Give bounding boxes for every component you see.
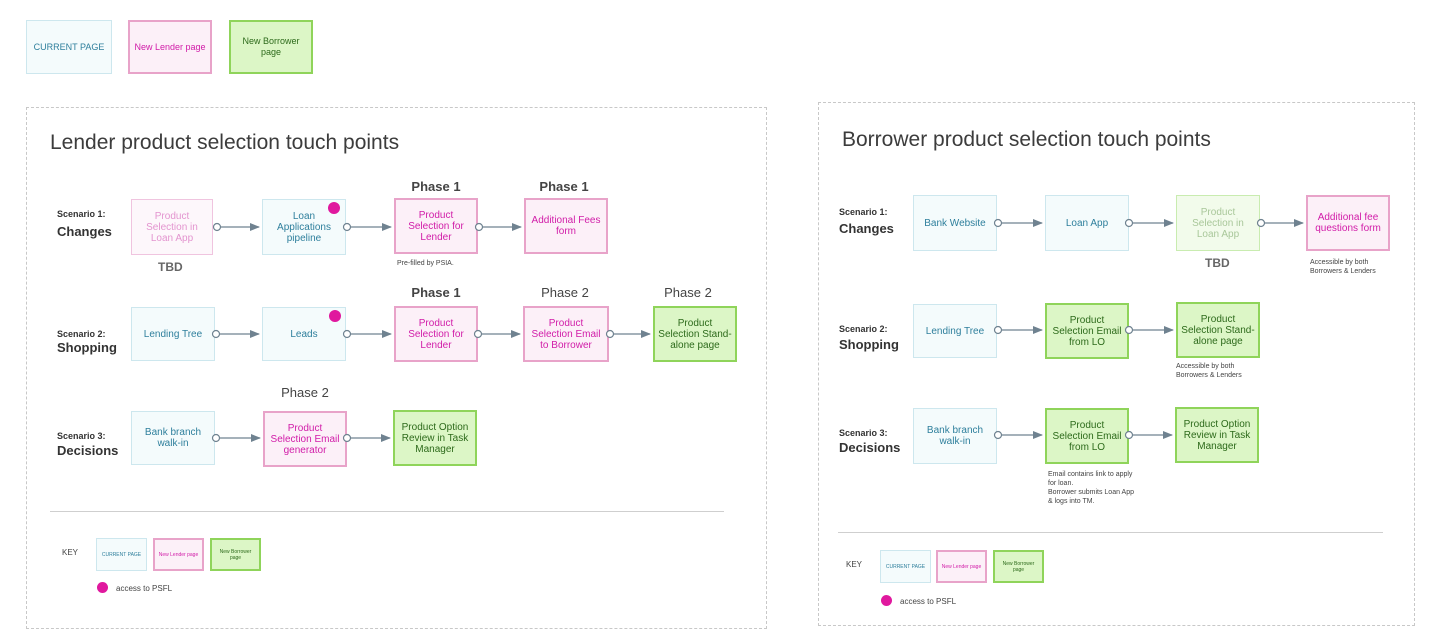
borrower-key-lender: New Lender page [936,550,987,583]
borrower-s1-website-node: Bank Website [913,195,997,251]
lender-scenario-3-name: Decisions [57,443,119,458]
borrower-s3-email-node: Product Selection Email from LO [1045,408,1129,464]
borrower-key-label: KEY [846,560,863,569]
lender-scenario-3-label: Scenario 3: [57,431,106,441]
lender-s1-phase-product: Phase 1 [411,179,461,194]
lender-s2-lending-tree-node: Lending Tree [131,307,215,361]
borrower-s3-email-note-1: Email contains link to apply for loan. [1048,471,1133,487]
borrower-s1-fee-note: Accessible by both Borrowers & Lenders [1310,259,1376,275]
connector-dot-l-s2-3 [473,329,483,339]
lender-key-current: CURRENT PAGE [96,538,147,571]
lender-panel-title: Lender product selection touch points [50,131,400,154]
lender-s1-psfl-dot [328,202,340,214]
lender-s1-tbd: TBD [158,260,183,274]
lender-panel [26,107,767,629]
borrower-s3-email-note-2: Borrower submits Loan App & logs into TM… [1048,489,1134,505]
borrower-s1-fee-form-node: Additional fee questions form [1306,195,1390,251]
borrower-key-access-label: access to PSFL [900,597,957,606]
connector-dot-b-s1-3 [1256,218,1266,228]
borrower-scenario-2-label: Scenario 2: [839,324,888,334]
lender-s3-phase-email: Phase 2 [281,385,329,400]
connector-dot-l-s2-4 [605,329,615,339]
lender-scenario-2-name: Shopping [57,340,117,355]
connector-dot-l-s1-1 [212,222,222,232]
connector-dot-b-s1-2 [1124,218,1134,228]
connector-dot-l-s2-2 [342,329,352,339]
borrower-scenario-3-name: Decisions [839,440,901,455]
lender-s2-standalone-node: Product Selection Stand-alone page [653,306,737,362]
lender-scenario-2-label: Scenario 2: [57,329,106,339]
lender-s1-pipeline-node: Loan Applications pipeline [262,199,346,255]
borrower-s3-review-node: Product Option Review in Task Manager [1175,407,1259,463]
connector-dot-l-s1-2 [342,222,352,232]
lender-key-divider [50,511,724,512]
borrower-key-borrower: New Borrower page [993,550,1044,583]
lender-scenario-1-label: Scenario 1: [57,209,106,219]
borrower-key-divider [838,532,1383,533]
borrower-s1-tbd: TBD [1205,256,1230,270]
borrower-s2-lending-tree-node: Lending Tree [913,304,997,358]
lender-s1-product-node: Product Selection for Lender [394,198,478,254]
lender-s2-phase-email: Phase 2 [541,285,589,300]
lender-s1-fees-node: Additional Fees form [524,198,608,254]
legend-new-lender-page: New Lender page [128,20,212,74]
borrower-scenario-1-name: Changes [839,221,894,236]
lender-s1-phase-fees: Phase 1 [539,179,589,194]
lender-key-lender: New Lender page [153,538,204,571]
lender-s3-branch-node: Bank branch walk-in [131,411,215,465]
borrower-key-access-dot [881,595,892,606]
borrower-scenario-2-name: Shopping [839,337,899,352]
borrower-s3-branch-node: Bank branch walk-in [913,408,997,464]
legend-new-borrower-page: New Borrower page [229,20,313,74]
borrower-panel-title: Borrower product selection touch points [842,128,1211,151]
borrower-s2-email-node: Product Selection Email from LO [1045,303,1129,359]
borrower-key-current: CURRENT PAGE [880,550,931,583]
legend-current-page: CURRENT PAGE [26,20,112,74]
lender-s3-review-node: Product Option Review in Task Manager [393,410,477,466]
borrower-s1-loan-app-node: Loan App [1045,195,1129,251]
lender-key-borrower: New Borrower page [210,538,261,571]
borrower-panel [818,102,1415,626]
connector-dot-b-s1-1 [993,218,1003,228]
lender-key-label: KEY [62,548,79,557]
borrower-scenario-1-label: Scenario 1: [839,207,888,217]
borrower-s2-standalone-note: Accessible by both Borrowers & Lenders [1176,363,1242,379]
connector-dot-b-s3-2 [1124,430,1134,440]
lender-key-access-label: access to PSFL [116,584,173,593]
lender-s1-prefilled-note: Pre-filled by PSIA. [397,260,454,267]
lender-s2-phase-product: Phase 1 [411,285,461,300]
lender-scenario-1-name: Changes [57,224,112,239]
lender-s2-psfl-dot [329,310,341,322]
borrower-s1-product-node: Product Selection in Loan App [1176,195,1260,251]
borrower-s2-standalone-node: Product Selection Stand-alone page [1176,302,1260,358]
connector-dot-b-s2-1 [993,325,1003,335]
connector-dot-l-s1-3 [474,222,484,232]
lender-s2-phase-standalone: Phase 2 [664,285,712,300]
connector-dot-b-s2-2 [1124,325,1134,335]
borrower-scenario-3-label: Scenario 3: [839,428,888,438]
connector-dot-l-s3-2 [342,433,352,443]
lender-key-access-dot [97,582,108,593]
connector-dot-b-s3-1 [993,430,1003,440]
lender-s1-loan-app-node: Product Selection in Loan App [131,199,213,255]
connector-dot-l-s3-1 [211,433,221,443]
connector-dot-l-s2-1 [211,329,221,339]
